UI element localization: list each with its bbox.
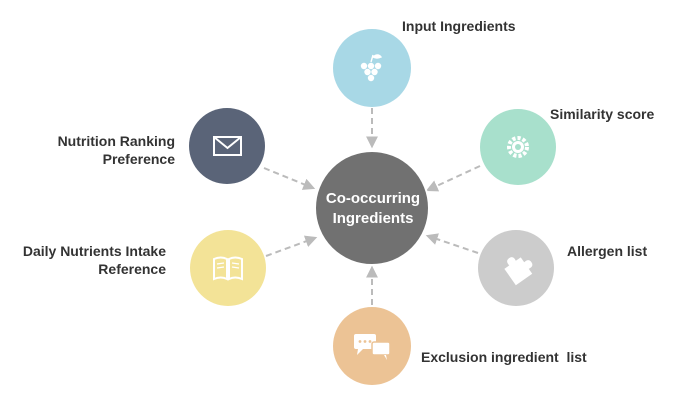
center-node xyxy=(314,150,430,266)
arrow-daily xyxy=(265,235,318,257)
label-input-ingredients: Input Ingredients xyxy=(402,18,516,34)
grapes-icon xyxy=(360,54,383,82)
node-nutrition-ranking xyxy=(189,108,265,184)
node-similarity-score xyxy=(480,109,556,185)
node-allergen-list xyxy=(478,230,554,306)
label-exclusion-list: Exclusion ingredient list xyxy=(421,349,587,365)
label-nutrition-ranking: Nutrition Ranking Preference xyxy=(57,133,175,167)
arrow-similarity xyxy=(425,165,481,192)
center-label: Co-occurring Ingredients xyxy=(318,189,428,229)
puzzle-icon xyxy=(504,257,533,286)
label-allergen-list: Allergen list xyxy=(567,243,648,259)
node-input-ingredients xyxy=(333,29,411,107)
label-daily-nutrients: Daily Nutrients Intake Reference xyxy=(22,243,166,277)
label-similarity-score: Similarity score xyxy=(550,106,655,122)
gear-icon xyxy=(507,136,529,158)
envelope-icon xyxy=(213,136,242,156)
arrow-nutrition xyxy=(263,167,316,190)
speech-bubbles-icon xyxy=(354,334,391,360)
center-label-line2: Ingredients xyxy=(332,210,414,227)
node-exclusion-list xyxy=(333,307,411,385)
center-label-line1: Co-occurring xyxy=(325,190,421,207)
arrow-allergen xyxy=(425,233,479,254)
node-daily-nutrients xyxy=(190,230,266,306)
arrows xyxy=(263,108,481,305)
book-icon xyxy=(213,256,243,281)
